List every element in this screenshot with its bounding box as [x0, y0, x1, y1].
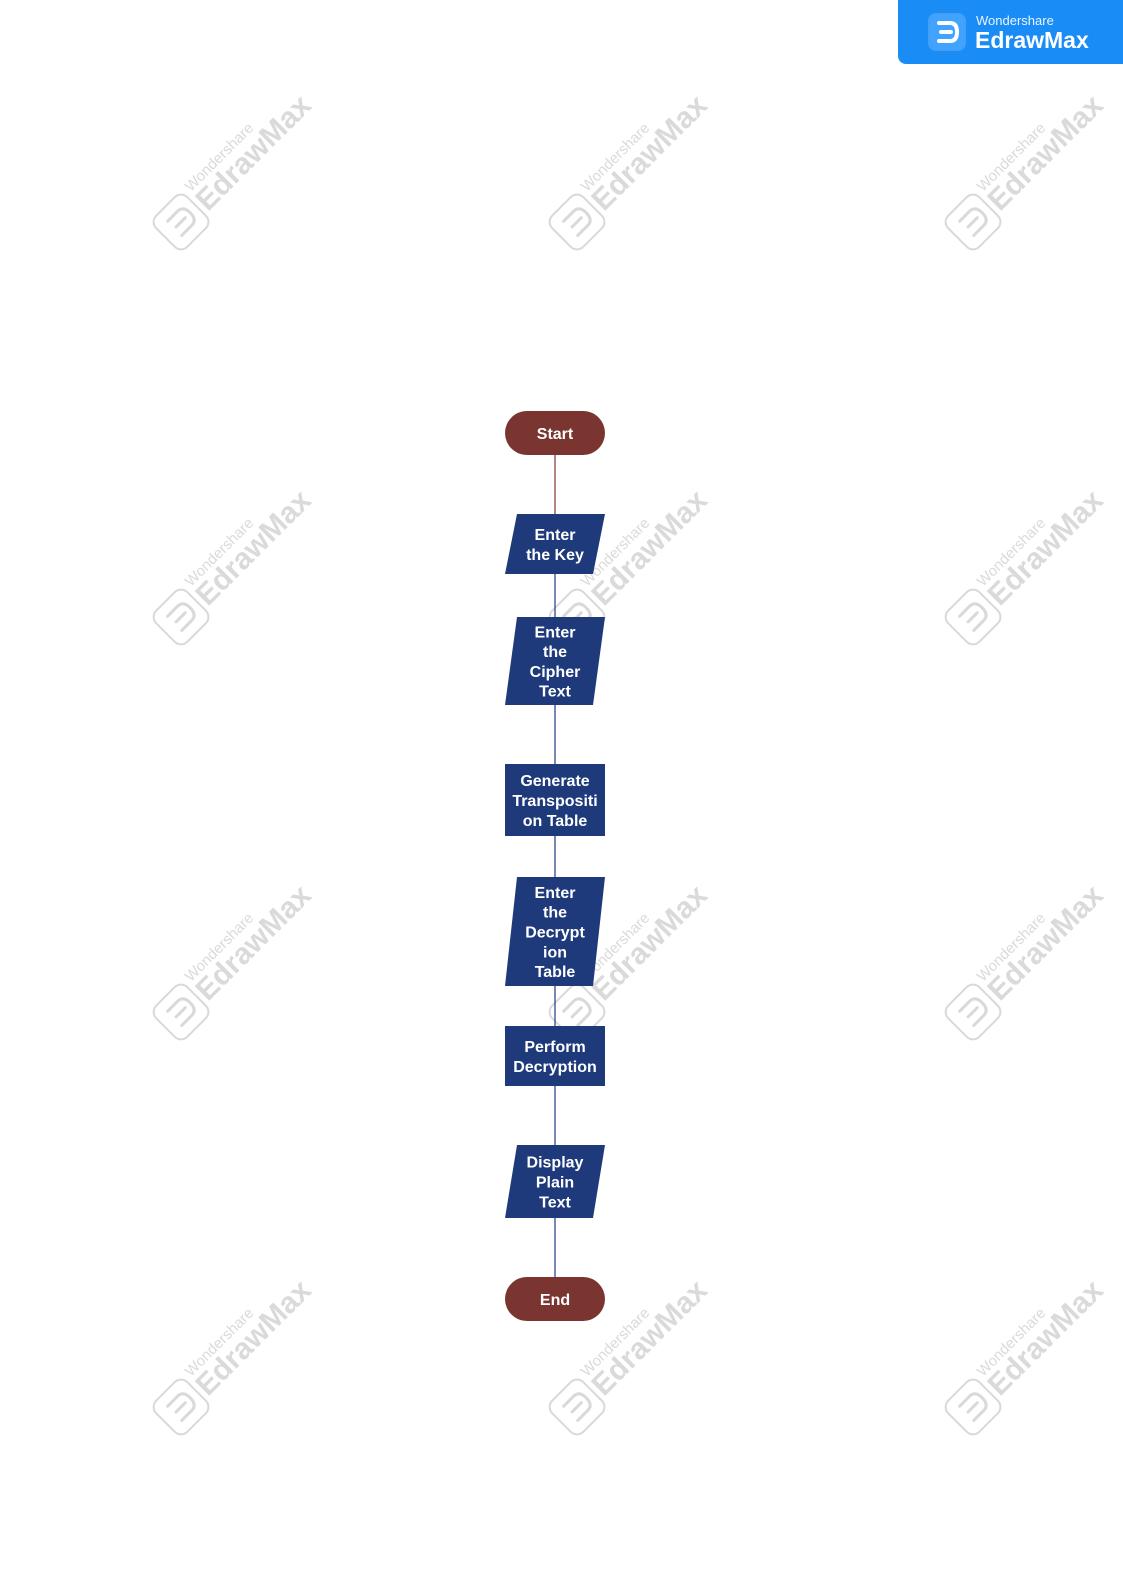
- brand-product-name: EdrawMax: [975, 27, 1089, 53]
- svg-text:EdrawMax: EdrawMax: [982, 484, 1110, 612]
- svg-text:EdrawMax: EdrawMax: [982, 1274, 1110, 1402]
- svg-text:EdrawMax: EdrawMax: [982, 879, 1110, 1007]
- io-parallelogram-shape: [505, 1145, 605, 1218]
- io-parallelogram-shape: [505, 617, 605, 705]
- svg-text:EdrawMax: EdrawMax: [190, 1274, 318, 1402]
- svg-text:EdrawMax: EdrawMax: [190, 484, 318, 612]
- brand-company-name: Wondershare: [976, 13, 1054, 28]
- io-parallelogram-shape: [505, 877, 605, 986]
- svg-text:EdrawMax: EdrawMax: [586, 879, 714, 1007]
- edrawmax-logo-icon: [928, 13, 966, 51]
- terminal-shape: [505, 1277, 605, 1321]
- svg-text:EdrawMax: EdrawMax: [982, 89, 1110, 217]
- svg-text:EdrawMax: EdrawMax: [190, 89, 318, 217]
- svg-text:EdrawMax: EdrawMax: [586, 484, 714, 612]
- io-parallelogram-shape: [505, 514, 605, 574]
- edrawmax-brand-badge[interactable]: Wondershare EdrawMax: [898, 0, 1123, 64]
- svg-text:EdrawMax: EdrawMax: [586, 1274, 714, 1402]
- node-start[interactable]: Start: [505, 411, 605, 455]
- process-rect-shape: [505, 764, 605, 836]
- node-label: End: [540, 1292, 570, 1309]
- process-rect-shape: [505, 1026, 605, 1086]
- svg-text:EdrawMax: EdrawMax: [586, 89, 714, 217]
- terminal-shape: [505, 411, 605, 455]
- svg-text:EdrawMax: EdrawMax: [190, 879, 318, 1007]
- node-label: Start: [537, 426, 574, 443]
- node-end[interactable]: End: [505, 1277, 605, 1321]
